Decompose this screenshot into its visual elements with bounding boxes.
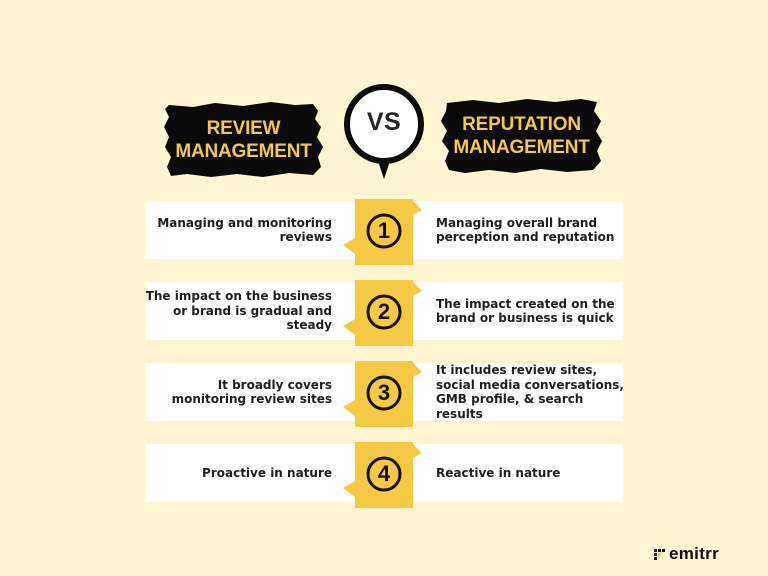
comparison-row-3: It broadly covers monitoring review site… — [145, 361, 624, 427]
map-pin-icon — [344, 84, 424, 179]
review-management-point: It broadly covers monitoring review site… — [171, 377, 332, 407]
right-title-line1: REPUTATION — [462, 113, 581, 135]
review-management-point: Managing and monitoring reviews — [157, 215, 332, 245]
comparison-row-2: The impact on the business or brand is g… — [145, 280, 623, 346]
review-management-point: Proactive in nature — [202, 465, 332, 480]
comparison-row-1: Managing and monitoring reviews 1 Managi… — [145, 199, 623, 265]
reputation-management-banner: REPUTATION MANAGEMENT — [439, 97, 604, 174]
left-title-line1: REVIEW — [206, 117, 281, 139]
number-badge: 1 — [342, 199, 426, 265]
row-number: 3 — [377, 380, 391, 405]
row-number: 4 — [377, 461, 391, 486]
emitrr-logo: emitrr — [654, 544, 719, 564]
reputation-management-point: It includes review sites, social media c… — [436, 363, 624, 421]
vs-label: VS — [366, 108, 402, 136]
number-badge: 4 — [342, 442, 426, 508]
brush-stroke-shape — [164, 102, 323, 177]
row-number: 1 — [377, 218, 391, 243]
right-title-line2: MANAGEMENT — [453, 136, 590, 158]
reputation-management-point: Managing overall brand perception and re… — [436, 215, 615, 245]
number-badge: 2 — [342, 280, 426, 346]
row-number: 2 — [377, 299, 391, 324]
badge-shape — [343, 280, 422, 346]
brush-stroke-shape — [441, 99, 602, 173]
badge-shape — [343, 361, 422, 427]
badge-shape — [343, 442, 422, 508]
number-badge: 3 — [342, 361, 426, 427]
reputation-management-point: The impact created on the brand or busin… — [436, 296, 615, 326]
comparison-row-4: Proactive in nature 4 Reactive in nature — [145, 442, 623, 508]
left-title-line2: MANAGEMENT — [175, 140, 312, 162]
review-management-banner: REVIEW MANAGEMENT — [163, 101, 324, 178]
dot-grid-icon — [654, 548, 666, 560]
review-management-point: The impact on the business or brand is g… — [145, 289, 332, 333]
badge-shape — [343, 199, 422, 265]
vs-pin: VS — [342, 82, 426, 182]
logo-text: emitrr — [669, 544, 719, 563]
reputation-management-point: Reactive in nature — [436, 465, 561, 480]
